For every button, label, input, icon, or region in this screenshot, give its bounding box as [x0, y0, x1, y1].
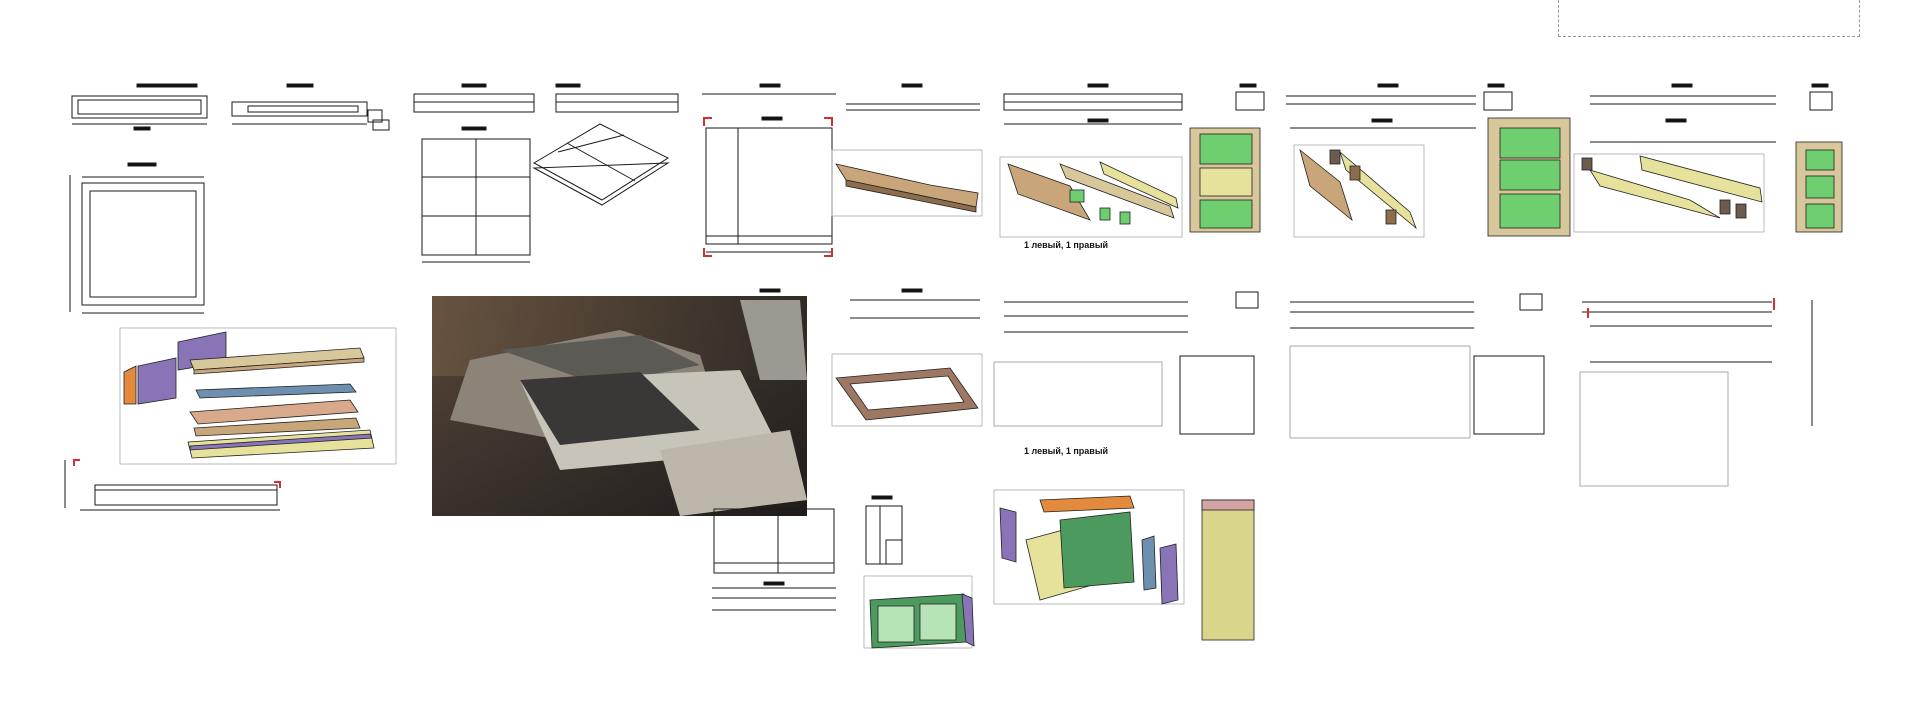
headboard-strip-view: [64, 460, 280, 511]
panels-exploded-iso: [993, 489, 1185, 605]
drawer-grid-front: [421, 126, 531, 263]
side-board-top-view: [702, 83, 980, 111]
tall-panel-front: [1201, 499, 1255, 641]
red-markers: [73, 117, 1775, 488]
cabinet-iso-3: [1573, 153, 1765, 233]
drawer-grid-iso: [532, 123, 670, 206]
drawer-section-view: [865, 495, 903, 565]
title-block-frame: [1558, 0, 1860, 37]
cabinet-iso-1: [999, 156, 1183, 238]
cabinet-top-view-3: [1590, 83, 1833, 143]
headboard-rail-view: [759, 288, 980, 319]
cabinet-iso-2: [1293, 144, 1425, 238]
cabinet-front-3: [1795, 141, 1843, 233]
cabinet-front-1: [1189, 127, 1261, 233]
cabinet-top-view-1: [1003, 83, 1265, 125]
bed-render-photo: [432, 296, 807, 516]
cabinet-top-view-2: [1286, 83, 1513, 129]
note-left-right-2: 1 левый, 1 правый: [1024, 446, 1109, 456]
drawer-front-view: [712, 508, 836, 611]
side-board-iso: [831, 149, 983, 217]
drawer-box-iso: [863, 575, 975, 649]
drawer-top-view: [413, 83, 679, 113]
bed-frame-side-view: [231, 83, 390, 131]
cabinet-front-2: [1487, 117, 1571, 237]
side-board-plan: [705, 116, 833, 253]
bed-frame-plan-view: [69, 162, 205, 314]
bed-frame-front-view: [71, 83, 208, 131]
note-left-right-1: 1 левый, 1 правый: [1024, 240, 1109, 250]
headboard-rail-iso: [831, 353, 983, 427]
detail-boxes-mid: [993, 300, 1813, 487]
bed-exploded-iso-view: [119, 327, 397, 465]
rail-views-mid: [1004, 291, 1772, 363]
